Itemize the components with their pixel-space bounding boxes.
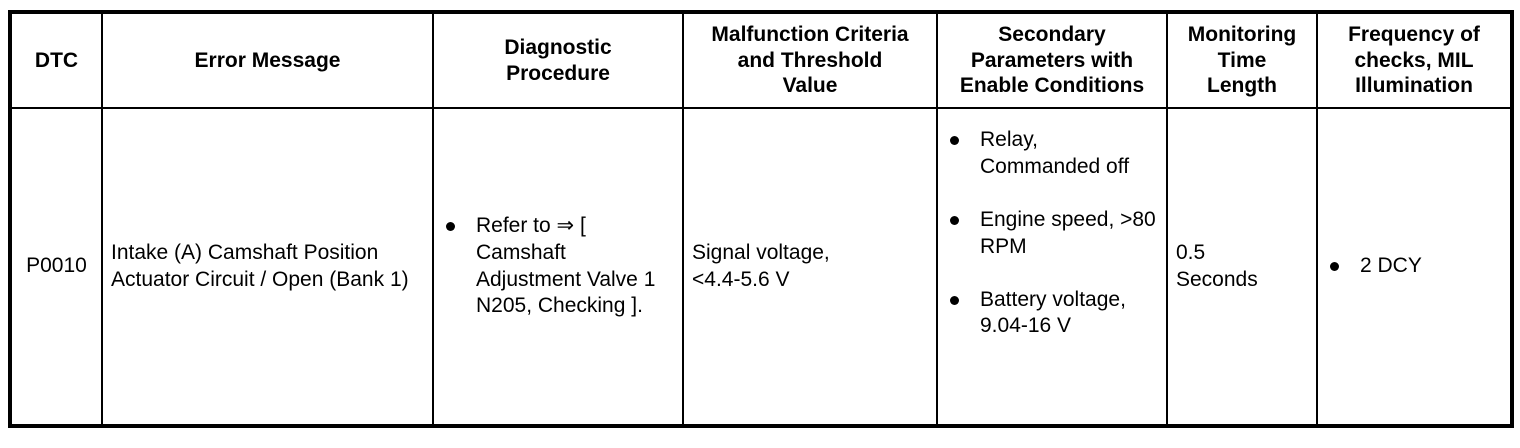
column-header-secondary-parameters: Secondary Parameters with Enable Conditi… (936, 11, 1168, 109)
cell-frequency-of-checks: 2 DCY (1316, 107, 1513, 427)
diagnostic-procedure-list: Refer to ⇒ [ Camshaft Adjustment Valve 1… (444, 213, 674, 321)
list-item: Engine speed, >80 RPM (948, 207, 1158, 261)
cell-error-message: Intake (A) Camshaft Position Actuator Ci… (101, 107, 434, 427)
column-header-malfunction-criteria: Malfunction Criteria and Threshold Value (682, 11, 938, 109)
table-body: P0010 Intake (A) Camshaft Position Actua… (9, 107, 1513, 427)
list-item: Battery voltage, 9.04-16 V (948, 287, 1158, 341)
cell-malfunction-criteria: Signal voltage, <4.4-5.6 V (682, 107, 938, 427)
column-header-error-message: Error Message (101, 11, 434, 109)
list-item-label: Engine speed, >80 RPM (980, 207, 1156, 258)
bullet-icon (950, 215, 959, 225)
list-item-label: Refer to ⇒ [ Camshaft Adjustment Valve 1… (476, 213, 656, 318)
list-item: Relay, Commanded off (948, 127, 1158, 181)
list-item-label: Battery voltage, 9.04-16 V (980, 287, 1126, 338)
cell-diagnostic-procedure: Refer to ⇒ [ Camshaft Adjustment Valve 1… (432, 107, 684, 427)
column-header-monitoring-time-length: Monitoring Time Length (1166, 11, 1318, 109)
list-item-label: Relay, Commanded off (980, 128, 1130, 178)
cell-monitoring-time-length: 0.5 Seconds (1166, 107, 1318, 427)
bullet-icon (950, 136, 959, 145)
dtc-diagnostic-table: DTC Error Message Diagnostic Procedure M… (8, 10, 1514, 428)
list-item: Refer to ⇒ [ Camshaft Adjustment Valve 1… (444, 213, 674, 321)
frequency-of-checks-list: 2 DCY (1328, 253, 1502, 280)
bullet-icon (950, 295, 959, 305)
list-item-label: 2 DCY (1360, 254, 1422, 278)
header-row: DTC Error Message Diagnostic Procedure M… (9, 11, 1513, 109)
column-header-frequency-of-checks: Frequency of checks, MIL Illumination (1316, 11, 1513, 109)
table-row: P0010 Intake (A) Camshaft Position Actua… (9, 107, 1513, 427)
secondary-parameters-list: Relay, Commanded off Engine speed, >80 R… (948, 127, 1158, 340)
column-header-diagnostic-procedure: Diagnostic Procedure (432, 11, 684, 109)
cell-dtc: P0010 (9, 107, 103, 427)
bullet-icon (446, 221, 455, 231)
column-header-dtc: DTC (9, 11, 103, 109)
cell-secondary-parameters: Relay, Commanded off Engine speed, >80 R… (936, 107, 1168, 427)
bullet-icon (1330, 262, 1339, 272)
table-header: DTC Error Message Diagnostic Procedure M… (9, 11, 1513, 109)
list-item: 2 DCY (1328, 253, 1502, 280)
